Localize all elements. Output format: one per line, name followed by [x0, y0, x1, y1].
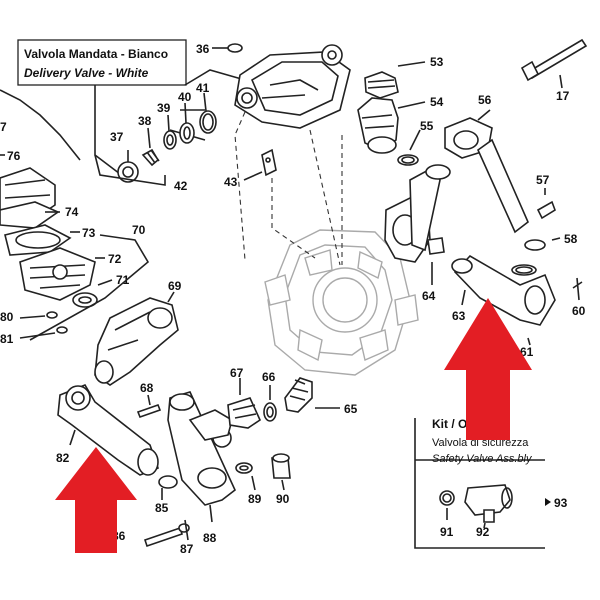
callout-69: 69 [168, 279, 182, 293]
callout-68: 68 [140, 381, 154, 395]
assembly-lines [234, 111, 343, 266]
callout-71: 71 [116, 273, 130, 287]
callout-58: 58 [564, 232, 578, 246]
kit-line-en: Safety Valve Ass.bly [432, 453, 533, 465]
safety-valve-kit-box: Kit / Op Valvola di sicurezza Safety Val… [414, 417, 568, 549]
callout-60: 60 [572, 304, 586, 318]
callout-41: 41 [196, 81, 210, 95]
callout-88: 88 [203, 531, 217, 545]
callout-57: 57 [536, 173, 550, 187]
callout-36: 36 [196, 42, 210, 56]
small-parts: 85 86 87 89 90 [112, 453, 291, 556]
callout-17: 17 [556, 89, 570, 103]
callout-55: 55 [420, 119, 434, 133]
manifold-69: 69 [94, 279, 182, 386]
callout-61: 61 [520, 345, 534, 359]
callout-39: 39 [157, 101, 171, 115]
callout-53: 53 [430, 55, 444, 69]
delivery-valve-title-en: Delivery Valve - White [24, 66, 149, 80]
callout-43: 43 [224, 175, 238, 189]
valve-parts: 37 38 39 40 41 42 43 [94, 81, 277, 193]
delivery-valve-box: Valvola Mandata - Bianco Delivery Valve … [17, 39, 246, 181]
callout-70: 70 [132, 223, 146, 237]
valve-housing: 36 [196, 42, 351, 129]
bracket-88: 88 [167, 391, 236, 545]
callout-37: 37 [110, 130, 124, 144]
callout-40: 40 [178, 90, 192, 104]
callout-74: 74 [65, 205, 79, 219]
callout-65: 65 [344, 402, 358, 416]
callout-63: 63 [452, 309, 466, 323]
callout-91: 91 [440, 525, 454, 539]
callout-73: 73 [82, 226, 96, 240]
callout-92: 92 [476, 525, 490, 539]
callout-42: 42 [174, 179, 188, 193]
callout-67: 67 [230, 366, 244, 380]
callout-54: 54 [430, 95, 444, 109]
pump-body [264, 229, 419, 376]
callout-90: 90 [276, 492, 290, 506]
callout-93: 93 [554, 496, 568, 510]
delivery-valve-title-it: Valvola Mandata - Bianco [24, 47, 168, 61]
callout-56: 56 [478, 93, 492, 107]
fittings-65-67: 67 66 65 [227, 366, 358, 429]
callout-66: 66 [262, 370, 276, 384]
callout-82: 82 [56, 451, 70, 465]
kit-label: Kit / Op [432, 417, 475, 431]
callout-72: 72 [108, 252, 122, 266]
callout-38: 38 [138, 114, 152, 128]
callout-7: 7 [0, 120, 7, 134]
callout-85: 85 [155, 501, 169, 515]
callout-80: 80 [0, 310, 14, 324]
right-manifold: 56 64 63 58 57 60 61 [384, 93, 586, 359]
callout-87: 87 [180, 542, 194, 556]
bolt-17: 17 [520, 38, 588, 103]
inlet-fittings: 53 54 55 [357, 55, 444, 166]
pin-68: 68 [136, 381, 162, 419]
callout-89: 89 [248, 492, 262, 506]
red-arrow-right-up [444, 298, 532, 440]
pipe-82: 82 [56, 384, 160, 476]
red-arrow-left-up [55, 447, 137, 553]
callout-64: 64 [422, 289, 436, 303]
callout-81: 81 [0, 332, 14, 346]
callout-76: 76 [7, 149, 21, 163]
left-assembly: 7 76 74 73 72 71 70 80 81 [0, 89, 150, 346]
